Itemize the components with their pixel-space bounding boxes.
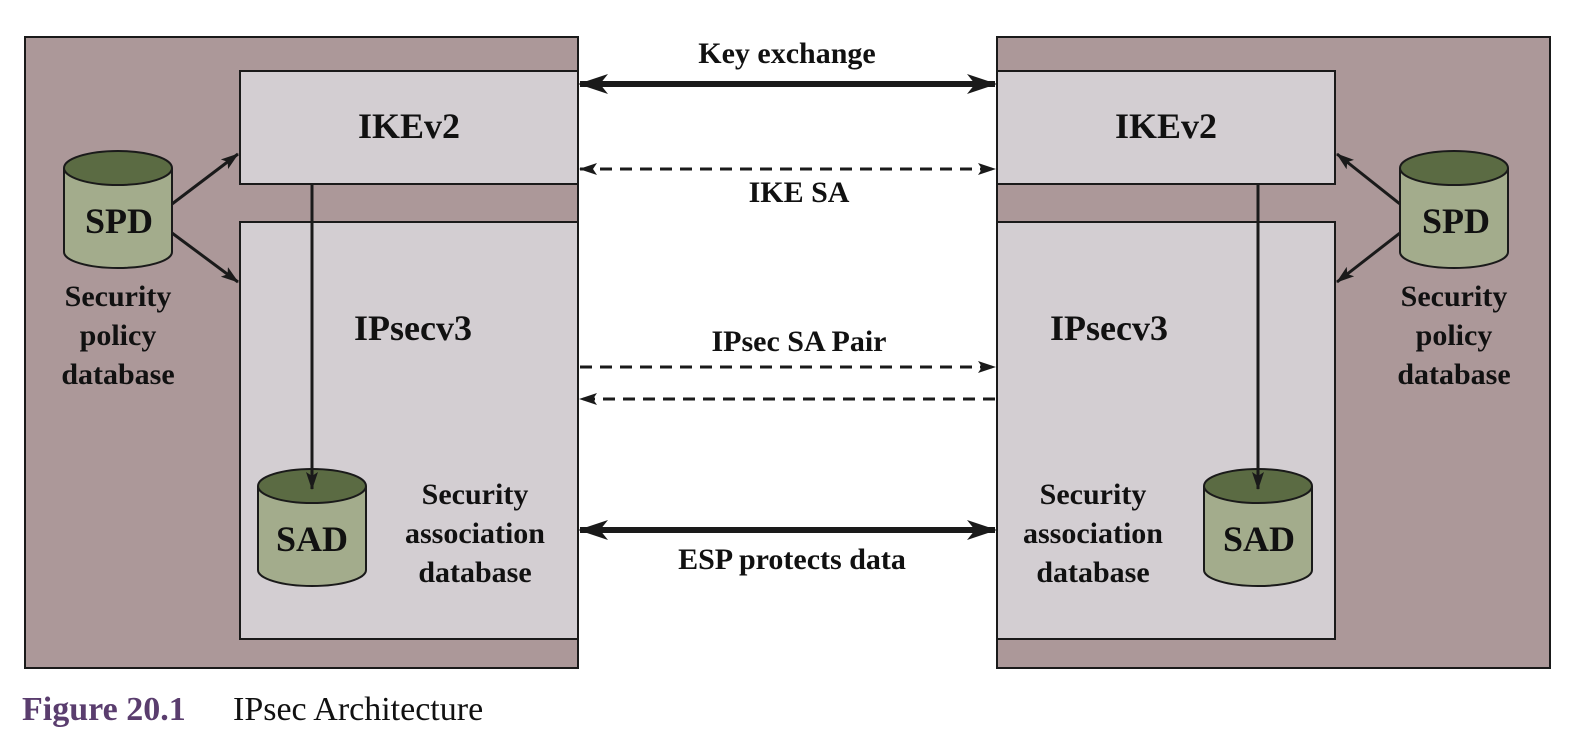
right-sad-database-icon	[1203, 468, 1313, 587]
left-sad-caption-line3: database	[418, 556, 531, 589]
left-spd-label: SPD	[85, 201, 153, 241]
right-ipsecv3-label: IPsecv3	[1050, 308, 1168, 348]
left-ikev2-label: IKEv2	[358, 106, 460, 146]
left-sad-caption-line1: Security	[422, 478, 529, 511]
right-sad-caption-line3: database	[1036, 556, 1149, 589]
right-spd-label: SPD	[1422, 201, 1490, 241]
left-sad-label: SAD	[276, 519, 348, 559]
ike-sa-label: IKE SA	[749, 176, 850, 209]
right-spd-caption-line2: policy	[1416, 319, 1493, 352]
right-spd-caption-line3: database	[1397, 358, 1510, 391]
ipsec-sa-pair-label: IPsec SA Pair	[712, 325, 887, 358]
right-ikev2-label: IKEv2	[1115, 106, 1217, 146]
figure-number: Figure 20.1	[22, 691, 186, 728]
left-ikev2-box	[239, 70, 579, 185]
esp-protects-data-label: ESP protects data	[678, 543, 906, 576]
right-sad-caption-line1: Security	[1040, 478, 1147, 511]
right-spd-to-ikev2-arrow	[1336, 152, 1401, 206]
right-sad-label: SAD	[1223, 519, 1295, 559]
left-spd-caption-line2: policy	[80, 319, 157, 352]
left-spd-to-ipsecv3-arrow	[171, 231, 239, 284]
right-ikev2-box	[996, 70, 1336, 185]
right-sad-caption-line2: association	[1023, 517, 1163, 550]
left-spd-caption-line1: Security	[65, 280, 172, 313]
left-ipsecv3-label: IPsecv3	[354, 308, 472, 348]
key-exchange-label: Key exchange	[698, 37, 875, 70]
left-sad-caption-line2: association	[405, 517, 545, 550]
left-spd-caption-line3: database	[61, 358, 174, 391]
right-spd-caption-line1: Security	[1401, 280, 1508, 313]
right-spd-to-ipsecv3-arrow	[1336, 231, 1401, 284]
figure-title: IPsec Architecture	[233, 691, 483, 728]
left-spd-to-ikev2-arrow	[171, 152, 239, 206]
left-spd-database-icon	[63, 150, 173, 269]
right-spd-database-icon	[1399, 150, 1509, 269]
